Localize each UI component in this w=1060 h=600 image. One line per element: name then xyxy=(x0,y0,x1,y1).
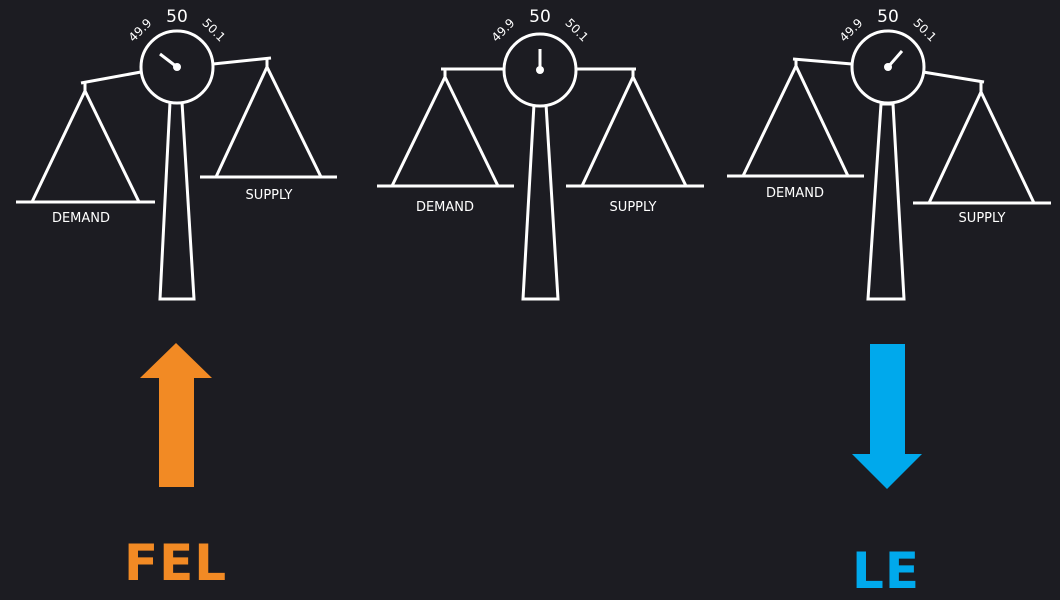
demand-label: DEMAND xyxy=(766,186,824,201)
scale-right xyxy=(727,31,1051,299)
scale-pillar xyxy=(160,102,194,299)
down-indicator-label: LE xyxy=(852,546,920,596)
scale-center xyxy=(377,34,704,299)
pan-triangle-supply xyxy=(216,67,321,177)
pan-triangle-demand xyxy=(32,91,139,202)
scale-pillar xyxy=(868,104,904,299)
gauge-tick-mid: 50 xyxy=(877,7,899,27)
gauge-pivot xyxy=(536,66,544,74)
gauge-tick-low: 49.9 xyxy=(489,16,518,45)
gauge-tick-mid: 50 xyxy=(529,7,551,27)
gauge-tick-low: 49.9 xyxy=(126,16,155,45)
supply-label: SUPPLY xyxy=(959,211,1006,226)
pan-triangle-demand xyxy=(743,66,848,176)
demand-label: DEMAND xyxy=(52,211,110,226)
scale-beam-right xyxy=(213,58,271,64)
scale-beam-left xyxy=(793,59,852,64)
pan-triangle-supply xyxy=(582,77,686,186)
scale-left xyxy=(16,31,337,299)
scale-pillar xyxy=(523,104,558,299)
gauge-tick-high: 50.1 xyxy=(199,16,228,45)
arrow-up-icon xyxy=(140,343,212,487)
supply-label: SUPPLY xyxy=(610,200,657,215)
pan-triangle-supply xyxy=(929,92,1034,203)
gauge-pivot xyxy=(173,63,181,71)
scale-beam-left xyxy=(81,72,141,83)
gauge-tick-low: 49.9 xyxy=(837,16,866,45)
gauge-tick-mid: 50 xyxy=(166,7,188,27)
gauge-tick-high: 50.1 xyxy=(562,16,591,45)
gauge-pivot xyxy=(884,63,892,71)
up-indicator-label: FEL xyxy=(124,538,227,588)
supply-label: SUPPLY xyxy=(246,188,293,203)
scale-beam-right xyxy=(923,72,984,82)
arrow-down-icon xyxy=(852,344,922,489)
demand-label: DEMAND xyxy=(416,200,474,215)
pan-triangle-demand xyxy=(392,77,498,186)
gauge-tick-high: 50.1 xyxy=(910,16,939,45)
